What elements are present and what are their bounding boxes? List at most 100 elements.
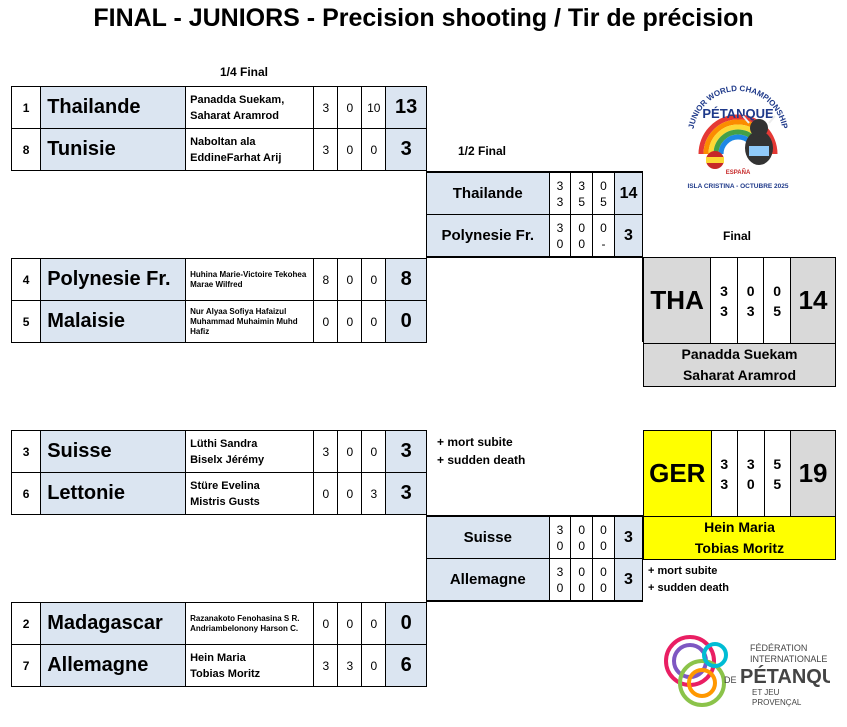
total-score: 8 [385, 258, 427, 301]
country-name: Thailande [426, 172, 550, 215]
players: Panadda Suekam, Saharat Aramrod [185, 86, 315, 129]
score-value: 0 [578, 580, 586, 595]
player-name: Saharat Aramrod [190, 109, 279, 122]
player-name: Marae Wilfred [190, 279, 243, 289]
country-name: Polynesie Fr. [426, 214, 550, 257]
round-score: 0- [592, 214, 615, 257]
quarter-final-match-1: 1 Thailande Panadda Suekam,Saharat Aramr… [10, 86, 427, 171]
score-value: 0 [600, 220, 607, 235]
total-score: 13 [385, 86, 427, 129]
quarter-final-match-2: 4 Polynesie Fr. Huhina Marie-Victoire Te… [10, 258, 427, 343]
quarter-final-match-4: 2 Madagascar Razanakoto Fenohasina S R.A… [10, 602, 427, 687]
round-score: 3 [337, 644, 363, 687]
country-name: Malaisie [40, 300, 187, 343]
score-value: 5 [578, 194, 586, 209]
player-name: Panadda Suekam, [190, 93, 285, 106]
logo-country: ESPAÑA [726, 169, 751, 176]
player-name: Hafiz [190, 326, 210, 336]
score-value: 3 [720, 455, 729, 472]
score-value: 0 [773, 282, 782, 299]
score-value: 5 [600, 194, 607, 209]
score-value: 3 [720, 475, 729, 492]
country-name: Allemagne [40, 644, 187, 687]
final-label: Final [723, 229, 752, 243]
score-value: 0 [600, 538, 607, 553]
flag-ball-icon [706, 151, 724, 169]
round-score: 0 [313, 300, 339, 343]
player-name: Biselx Jérémy [190, 453, 265, 466]
round-score: 0 [337, 86, 363, 129]
country-name: Thailande [40, 86, 187, 129]
total-score: 6 [385, 644, 427, 687]
petanque-balls-icon [664, 635, 728, 707]
total-score: 3 [613, 516, 644, 559]
total-score: 3 [613, 214, 644, 257]
total-score: 3 [613, 558, 644, 601]
score-value: 3 [556, 522, 564, 537]
mascot-icon [742, 115, 776, 165]
bracket-line [426, 601, 643, 602]
round-score: 0 [361, 644, 387, 687]
country-name: Suisse [426, 516, 550, 559]
players: Razanakoto Fenohasina S R.Andriambelonon… [185, 602, 315, 645]
score-value: 0 [556, 538, 564, 553]
player-name: Hein Maria [190, 651, 246, 664]
seed: 2 [10, 602, 42, 645]
round-score: 8 [313, 258, 339, 301]
total-score: 14 [789, 257, 837, 344]
score-value: 3 [556, 194, 564, 209]
round-score: 3 [313, 644, 339, 687]
logo-place: ISLA CRISTINA - OCTUBRE 2025 [687, 183, 788, 190]
score-value: 3 [556, 220, 564, 235]
total-score: 0 [385, 602, 427, 645]
player-name: Panadda Suekam [681, 346, 798, 362]
note-line: + mort subite [437, 435, 513, 449]
seed: 7 [10, 644, 42, 687]
score-value: 0 [578, 564, 586, 579]
player-name: Tobias Moritz [694, 540, 785, 556]
round-score: 3 [313, 430, 339, 473]
round-score: 0 [337, 602, 363, 645]
player-name: Huhina Marie-Victoire Tekohea [190, 269, 307, 279]
team-row: 1 Thailande Panadda Suekam,Saharat Aramr… [10, 86, 427, 129]
player-name: Lüthi Sandra [190, 437, 258, 450]
score-value: 5 [773, 455, 782, 472]
total-score: 3 [385, 472, 427, 515]
total-score: 19 [790, 430, 836, 517]
round-score: 0 [337, 258, 363, 301]
note-line: + mort subite [648, 565, 718, 577]
round-score: 0 [361, 602, 387, 645]
sudden-death-note: + mort subite + sudden death [648, 563, 729, 597]
federation-logo: FÉDÉRATION INTERNATIONALE DE PÉTANQUE ET… [664, 635, 830, 707]
country-name: Suisse [40, 430, 187, 473]
country-name: Tunisie [40, 128, 187, 171]
country-code: GER [643, 430, 712, 517]
score-value: 0 [600, 178, 607, 193]
round-score: 0 [361, 430, 387, 473]
seed: 4 [10, 258, 42, 301]
score-value: 0 [600, 522, 607, 537]
federation-line: ET JEU [752, 688, 780, 697]
score-value: 0 [556, 236, 564, 251]
total-score: 3 [385, 128, 427, 171]
score-value: 0 [746, 282, 755, 299]
score-value: 0 [578, 522, 586, 537]
